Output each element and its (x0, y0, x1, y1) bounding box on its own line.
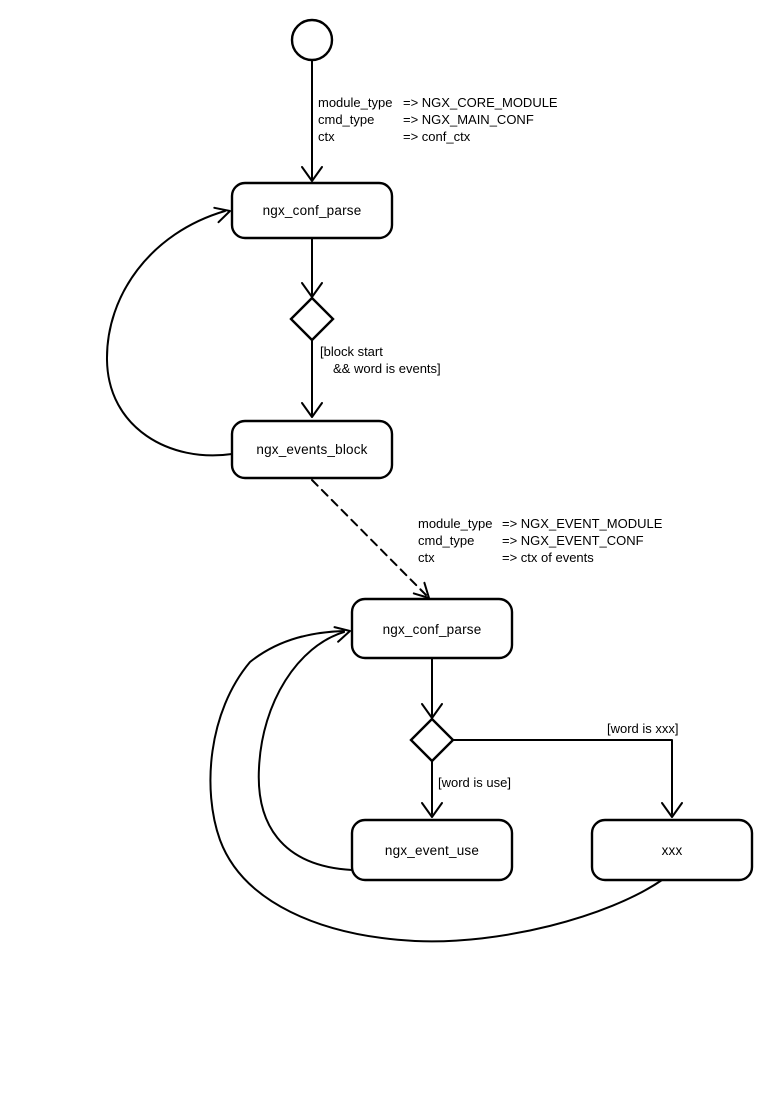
guard-block-start-line1: [block start (320, 344, 383, 359)
decision-diamond-1 (289, 296, 335, 342)
arrowhead-into-event-use (421, 802, 443, 818)
label-value: => NGX_EVENT_CONF (502, 533, 644, 548)
activity-label: xxx (662, 843, 683, 858)
activity-label: ngx_conf_parse (263, 203, 362, 218)
label-value: => conf_ctx (403, 129, 471, 144)
edge-label-event-conf-args: module_type => NGX_EVENT_MODULE cmd_type… (418, 516, 663, 565)
arrowhead-loop-into-conf-parse-main (213, 206, 231, 224)
label-value: => NGX_CORE_MODULE (403, 95, 558, 110)
label-value: => NGX_EVENT_MODULE (502, 516, 663, 531)
label-key: ctx (418, 550, 435, 565)
edge-event-use-return-to-conf-parse-events (257, 631, 353, 871)
label-value: => NGX_MAIN_CONF (403, 112, 534, 127)
activity-ngx-events-block (230, 419, 394, 480)
label-key: module_type (418, 516, 492, 531)
arrowhead-return-into-conf-parse-events (333, 626, 351, 643)
start-node (290, 18, 334, 62)
guard-word-is-use: [word is use] (438, 775, 511, 790)
activity-label: ngx_events_block (256, 442, 367, 457)
edge-label-main-conf-args: module_type => NGX_CORE_MODULE cmd_type … (318, 95, 558, 144)
label-value: => ctx of events (502, 550, 594, 565)
arrowhead-into-conf-parse-main (301, 166, 323, 182)
label-key: module_type (318, 95, 392, 110)
decision-diamond-2 (409, 717, 455, 763)
activity-xxx (590, 818, 754, 882)
guard-word-is-xxx: [word is xxx] (607, 721, 679, 736)
edge-events-block-to-conf-parse-events-dashed (311, 479, 427, 596)
edge-decision2-to-xxx (452, 739, 673, 815)
activity-label: ngx_event_use (385, 843, 479, 858)
label-key: ctx (318, 129, 335, 144)
activity-ngx-event-use (350, 818, 514, 882)
arrowhead-into-events-block (301, 402, 323, 418)
edge-events-block-loop-to-conf-parse (105, 210, 233, 457)
edge-xxx-return-to-conf-parse-events (209, 630, 663, 943)
activity-label: ngx_conf_parse (383, 622, 482, 637)
label-key: cmd_type (318, 112, 374, 127)
guard-block-start-line2: && word is events] (333, 361, 441, 376)
label-key: cmd_type (418, 533, 474, 548)
arrowhead-into-xxx (661, 802, 683, 818)
